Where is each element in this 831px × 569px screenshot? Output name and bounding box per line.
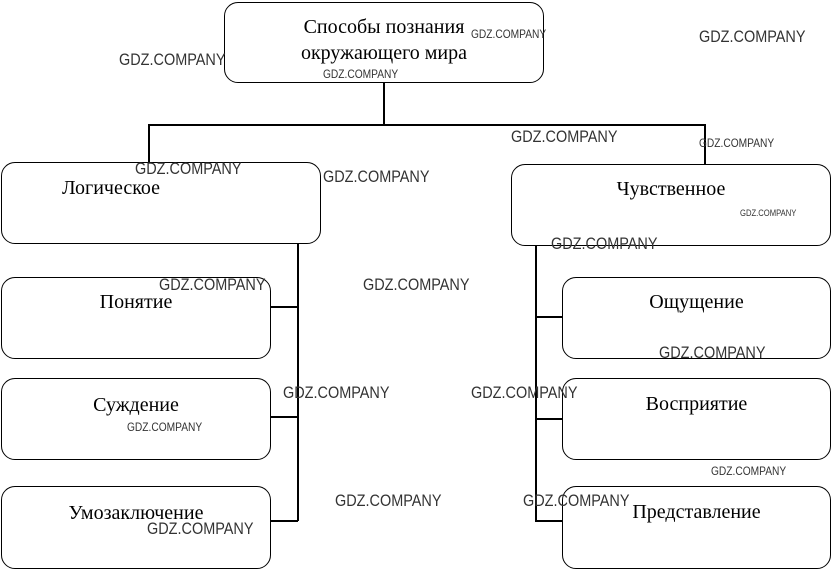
- watermark: GDZ.COMPANY: [147, 519, 254, 538]
- perception-label: Восприятие: [645, 393, 748, 415]
- watermark: GDZ.COMPANY: [283, 383, 390, 402]
- connector: [270, 416, 298, 418]
- watermark: GDZ.COMPANY: [135, 159, 242, 178]
- representation-label: Представление: [632, 501, 761, 523]
- watermark: GDZ.COMPANY: [523, 491, 630, 510]
- connector: [383, 82, 385, 125]
- watermark: GDZ.COMPANY: [335, 491, 442, 510]
- judgment-node: Суждение: [1, 378, 271, 460]
- logical-node: Логическое: [1, 162, 321, 244]
- watermark: GDZ.COMPANY: [323, 67, 399, 81]
- connector: [270, 306, 298, 308]
- sensation-node: Ощущение: [562, 277, 831, 359]
- concept-node: Понятие: [1, 277, 271, 359]
- watermark: GDZ.COMPANY: [323, 167, 430, 186]
- inference-label: Умозаключение: [68, 502, 204, 524]
- perception-node: Восприятие: [562, 378, 831, 460]
- connector: [535, 418, 562, 420]
- watermark: GDZ.COMPANY: [119, 50, 226, 69]
- connector: [270, 520, 298, 522]
- watermark: GDZ.COMPANY: [711, 464, 787, 478]
- concept-label: Понятие: [99, 291, 173, 313]
- sensory-node: Чувственное: [511, 164, 831, 246]
- sensation-label: Ощущение: [649, 291, 744, 313]
- connector: [148, 124, 150, 162]
- connector: [297, 243, 299, 521]
- watermark: GDZ.COMPANY: [551, 234, 658, 253]
- connector: [535, 316, 562, 318]
- connector: [704, 124, 706, 164]
- watermark: GDZ.COMPANY: [511, 127, 618, 146]
- watermark: GDZ.COMPANY: [740, 208, 797, 218]
- watermark: GDZ.COMPANY: [659, 343, 766, 362]
- watermark: GDZ.COMPANY: [471, 27, 547, 41]
- root-node: Способы познания окружающего мира: [224, 2, 544, 83]
- representation-node: Представление: [562, 486, 831, 569]
- root-label-line2: окружающего мира: [300, 42, 468, 64]
- connector: [535, 245, 537, 521]
- root-label-line1: Способы познания: [303, 16, 465, 38]
- connector: [148, 124, 705, 126]
- watermark: GDZ.COMPANY: [471, 383, 578, 402]
- watermark: GDZ.COMPANY: [159, 275, 266, 294]
- watermark: GDZ.COMPANY: [363, 275, 470, 294]
- watermark: GDZ.COMPANY: [699, 27, 806, 46]
- sensory-label: Чувственное: [616, 178, 726, 200]
- judgment-label: Суждение: [93, 394, 179, 416]
- logical-label: Логическое: [61, 177, 161, 199]
- watermark: GDZ.COMPANY: [127, 420, 203, 434]
- watermark: GDZ.COMPANY: [699, 136, 775, 150]
- connector: [535, 520, 562, 522]
